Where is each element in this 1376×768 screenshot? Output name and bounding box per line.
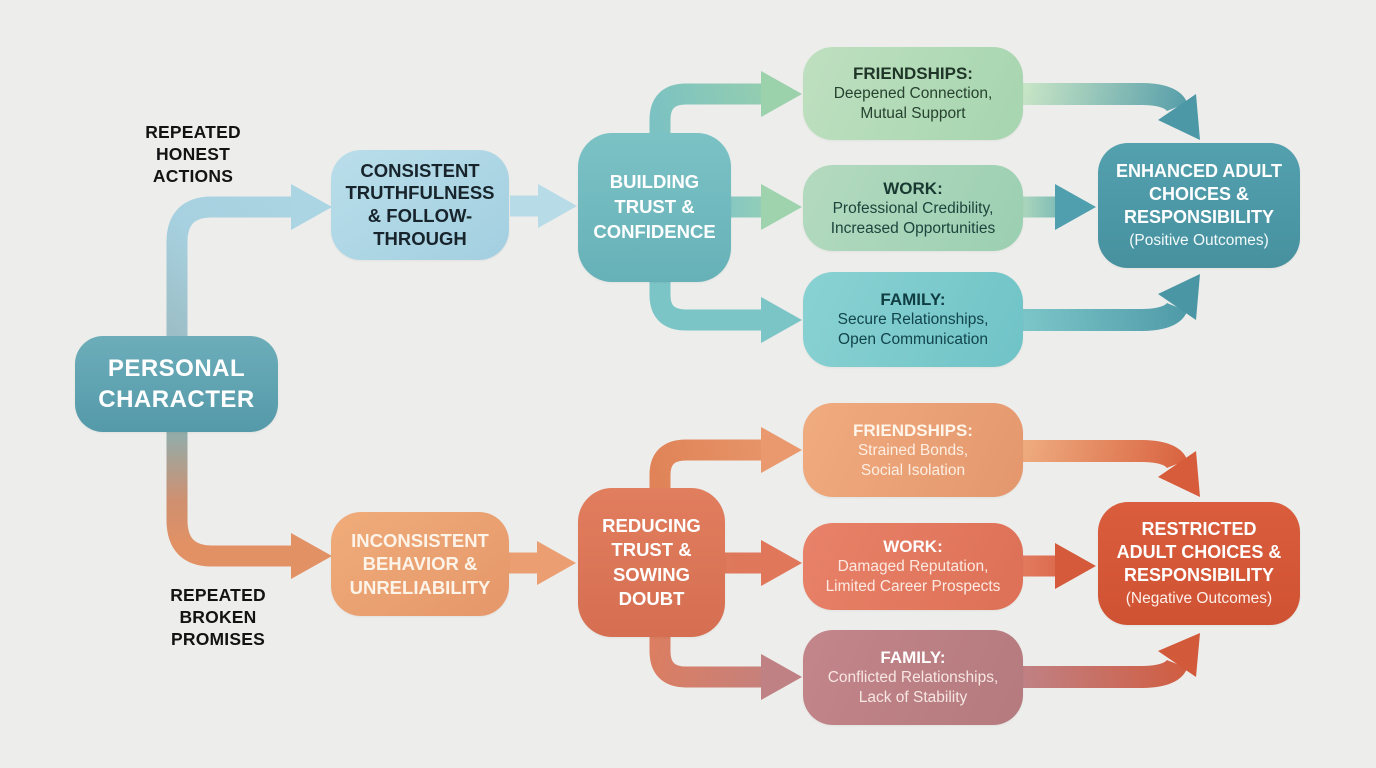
node-work-positive: WORK: Professional Credibility, Increase…: [803, 165, 1023, 251]
arrow-work-negative-to-restricted: [1023, 543, 1096, 589]
node-body: Secure Relationships, Open Communication: [837, 311, 989, 349]
node-building-trust-confidence: BUILDING TRUST & CONFIDENCE: [578, 133, 731, 282]
arrow-building-to-work-positive: [731, 184, 802, 230]
node-body: Deepened Connection, Mutual Support: [833, 85, 993, 123]
node-title: FRIENDSHIPS:: [853, 420, 973, 440]
node-title: PERSONAL CHARACTER: [98, 354, 255, 413]
node-consistent-truthfulness: CONSISTENT TRUTHFULNESS & FOLLOW- THROUG…: [331, 150, 509, 260]
node-title: INCONSISTENT BEHAVIOR & UNRELIABILITY: [349, 530, 491, 598]
label-repeated-broken-promises: REPEATED BROKEN PROMISES: [170, 585, 266, 650]
node-title: WORK:: [883, 537, 943, 557]
arrow-reducing-to-friendships-negative: [649, 427, 802, 489]
arrow-personal-to-inconsistent: [166, 430, 332, 579]
node-title: BUILDING TRUST & CONFIDENCE: [593, 171, 716, 242]
arrow-family-positive-to-enhanced: [1023, 274, 1200, 331]
node-personal-character: PERSONAL CHARACTER: [75, 336, 278, 432]
arrow-family-negative-to-restricted: [1023, 633, 1200, 688]
arrow-reducing-to-work-negative: [725, 540, 802, 586]
arrow-consistent-to-building: [510, 184, 577, 228]
node-title: CONSISTENT TRUTHFULNESS & FOLLOW- THROUG…: [345, 159, 495, 249]
node-body: Damaged Reputation, Limited Career Prosp…: [825, 558, 1001, 596]
node-inconsistent-behavior: INCONSISTENT BEHAVIOR & UNRELIABILITY: [331, 512, 509, 616]
node-family-positive: FAMILY: Secure Relationships, Open Commu…: [803, 272, 1023, 367]
node-reducing-trust-doubt: REDUCING TRUST & SOWING DOUBT: [578, 488, 725, 637]
node-work-negative: WORK: Damaged Reputation, Limited Career…: [803, 523, 1023, 610]
label-repeated-honest-actions: REPEATED HONEST ACTIONS: [145, 122, 241, 187]
arrow-inconsistent-to-reducing: [508, 541, 576, 585]
arrow-friendships-negative-to-restricted: [1023, 440, 1200, 497]
arrow-personal-to-consistent: [166, 184, 332, 336]
node-title: REDUCING TRUST & SOWING DOUBT: [602, 515, 701, 609]
node-body: Professional Credibility, Increased Oppo…: [830, 199, 996, 237]
node-family-negative: FAMILY: Conflicted Relationships, Lack o…: [803, 630, 1023, 725]
arrow-building-to-friendships-positive: [649, 71, 802, 134]
node-title: FAMILY:: [880, 290, 946, 310]
node-subtitle: (Negative Outcomes): [1125, 589, 1273, 607]
node-enhanced-adult-choices: ENHANCED ADULT CHOICES & RESPONSIBILITY …: [1098, 143, 1300, 268]
node-friendships-positive: FRIENDSHIPS: Deepened Connection, Mutual…: [803, 47, 1023, 140]
node-title: FAMILY:: [880, 648, 946, 668]
node-title: WORK:: [883, 178, 943, 198]
node-body: Strained Bonds, Social Isolation: [857, 441, 969, 479]
arrow-reducing-to-family-negative: [649, 636, 802, 700]
node-body: Conflicted Relationships, Lack of Stabil…: [827, 669, 999, 707]
arrow-friendships-positive-to-enhanced: [1023, 83, 1200, 140]
node-title: ENHANCED ADULT CHOICES & RESPONSIBILITY: [1116, 160, 1282, 228]
node-title: FRIENDSHIPS:: [853, 64, 973, 84]
arrow-work-positive-to-enhanced: [1023, 184, 1096, 230]
node-restricted-adult-choices: RESTRICTED ADULT CHOICES & RESPONSIBILIT…: [1098, 502, 1300, 625]
arrow-building-to-family-positive: [649, 281, 802, 343]
node-subtitle: (Positive Outcomes): [1129, 231, 1269, 249]
node-friendships-negative: FRIENDSHIPS: Strained Bonds, Social Isol…: [803, 403, 1023, 497]
node-title: RESTRICTED ADULT CHOICES & RESPONSIBILIT…: [1116, 518, 1282, 586]
